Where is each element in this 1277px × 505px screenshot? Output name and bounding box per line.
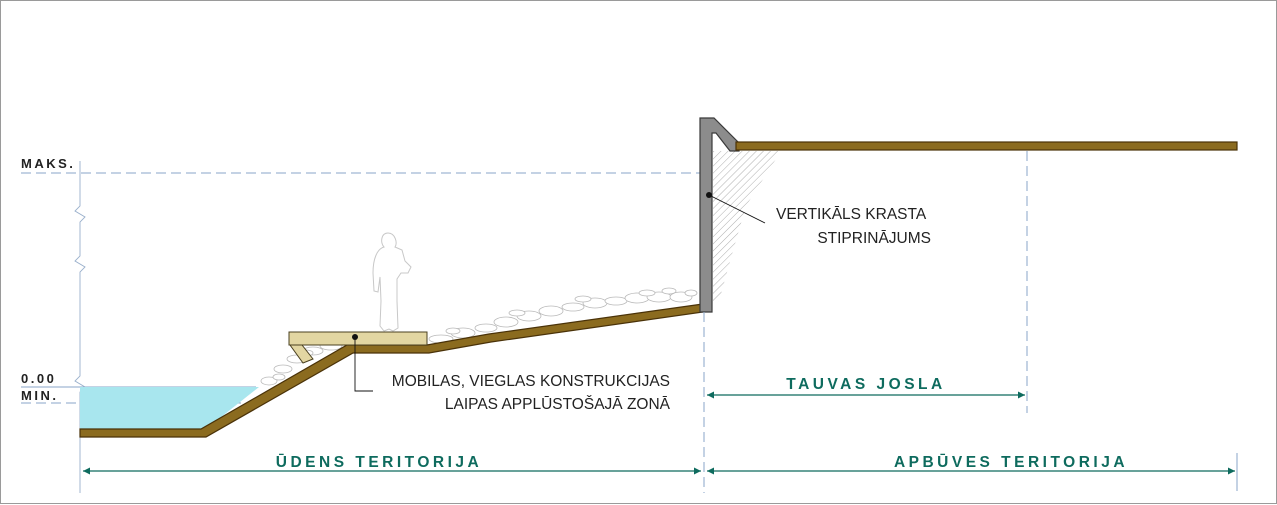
person-silhouette [372, 232, 412, 332]
upper-ground [735, 141, 1238, 151]
wall-note-line1: VERTIKĀLS KRASTA [776, 206, 927, 223]
left-break-line [74, 161, 86, 493]
pier-note-leader [352, 334, 373, 392]
pier-note-line1: MOBILAS, VIEGLAS KONSTRUKCIJAS [392, 373, 670, 390]
min-level-label: MIN. [21, 388, 58, 403]
wall-note-line2: STIPRINĀJUMS [817, 230, 931, 247]
water-body [80, 387, 259, 429]
pier-note-line2: LAIPAS APPLŪSTOŠAJĀ ZONĀ [445, 396, 671, 413]
building-territory-label: APBŪVES TERITORIJA [894, 454, 1128, 471]
wall-note-leader [706, 192, 766, 224]
towpath-label: TAUVAS JOSLA [786, 376, 945, 393]
retaining-wall [699, 117, 740, 313]
floating-pier [288, 331, 428, 364]
zero-level-label: 0.00 [21, 371, 56, 386]
backfill-hatch [713, 151, 781, 306]
max-level-label: MAKS. [21, 156, 75, 171]
water-territory-label: ŪDENS TERITORIJA [276, 454, 482, 471]
